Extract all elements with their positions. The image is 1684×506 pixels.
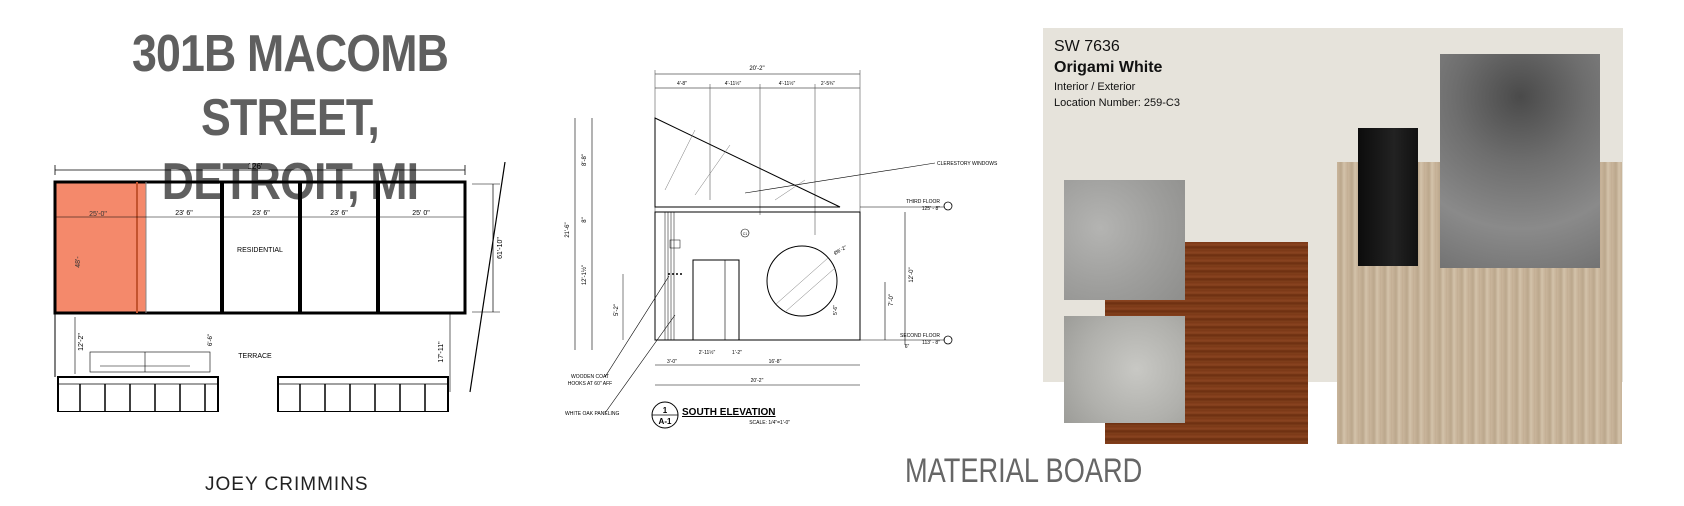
plan-depth: 61'-10": [497, 237, 504, 259]
bay-4-width: 23' 6": [330, 210, 348, 217]
terrazzo-sample: [1440, 54, 1600, 268]
bottom-d4: 1'-2": [732, 350, 742, 356]
concrete-sample-2: [1064, 316, 1185, 423]
second-floor-el: 113' - 8": [922, 340, 940, 346]
paint-location: Location Number: 259-C3: [1054, 97, 1180, 109]
round-window: [766, 245, 838, 317]
paneling-callout: WHITE OAK PANELING: [565, 411, 619, 417]
small-dim: 6'-6": [208, 334, 214, 346]
highlighted-bay: [54, 181, 147, 314]
coat-hooks-2: HOOKS AT 60" AFF: [568, 381, 612, 387]
door: [692, 259, 740, 341]
third-floor-el: 125' - 8": [922, 206, 941, 212]
residential-label: RESIDENTIAL: [237, 247, 283, 254]
south-elevation: 20'-2" 4'-8" 4'-11½" 4'-11½" 2'-5¾" Ø6'-…: [565, 66, 998, 429]
right-h3: 5'-6": [833, 305, 839, 315]
terrace-depth: 12'-2": [78, 333, 85, 351]
bay-3-width: 23' 6": [252, 210, 270, 217]
author-name: JOEY CRIMMINS: [205, 474, 369, 495]
coat-hooks-1: WOODEN COAT: [571, 374, 609, 380]
bottom-d2: 16'-8": [769, 359, 782, 365]
black-metal-sample: [1358, 128, 1418, 266]
plan-overall-width: 126': [248, 162, 263, 171]
elev-seg-4: 2'-5¾": [821, 81, 835, 87]
concrete-sample-1: [1064, 180, 1185, 300]
bottom-d1: 3'-0": [667, 359, 677, 365]
right-dim: 17'-11": [438, 341, 445, 363]
third-floor: THIRD FLOOR: [906, 199, 940, 205]
elevation-scale: SCALE: 1/4"=1'-0": [749, 420, 790, 426]
left-h3: 12'-1½": [581, 265, 588, 285]
elev-top-width: 20'-2": [749, 66, 764, 72]
bottom-d3: 2'-11½": [699, 349, 716, 356]
bay-1-depth: 48'-: [75, 256, 82, 268]
clerestory-callout: CLERESTORY WINDOWS: [937, 161, 998, 167]
right-h1: 12'-0": [909, 267, 915, 282]
title-line-1: 301B MACOMB STREET,: [131, 25, 449, 147]
bottom-total: 20'-2": [751, 378, 764, 384]
left-total: 21'-6": [565, 222, 571, 237]
elev-seg-1: 4'-8": [677, 81, 687, 87]
right-h4: 6": [905, 344, 910, 350]
paint-code: SW 7636: [1054, 38, 1120, 55]
elev-seg-3: 4'-11½": [779, 80, 796, 87]
terrace-label: TERRACE: [238, 353, 272, 360]
bay-1-width: 25'-0": [89, 211, 107, 218]
elevation-wall: [654, 211, 861, 341]
second-floor: SECOND FLOOR: [900, 333, 940, 339]
left-h4: 5'-2": [614, 304, 620, 316]
clerestory-glazing: [654, 117, 841, 208]
tag-number: 1: [663, 406, 668, 415]
material-board-label: MATERIAL BOARD: [905, 452, 1143, 490]
left-h2: 8": [582, 217, 588, 222]
elev-seg-2: 4'-11½": [725, 80, 742, 87]
elevation-title: SOUTH ELEVATION: [682, 407, 776, 418]
small-tag: C1: [743, 232, 748, 236]
tag-sheet: A-1: [659, 417, 672, 426]
paint-name: Origami White: [1054, 59, 1163, 76]
floor-plan: 126' 25'-0" 48'- 23' 6" 23' 6" 23' 6" 25…: [53, 162, 506, 412]
paint-usage: Interior / Exterior: [1054, 81, 1136, 93]
circle-dia: Ø6'-2": [833, 245, 848, 257]
paint-swatch-info: SW 7636 Origami White Interior / Exterio…: [1054, 38, 1180, 109]
building-outline: [53, 180, 467, 315]
left-h1: 8'-8": [582, 154, 588, 166]
bay-5-width: 25' 0": [412, 210, 430, 217]
right-h2: 7'-0": [889, 294, 895, 306]
bay-2-width: 23' 6": [175, 210, 193, 217]
